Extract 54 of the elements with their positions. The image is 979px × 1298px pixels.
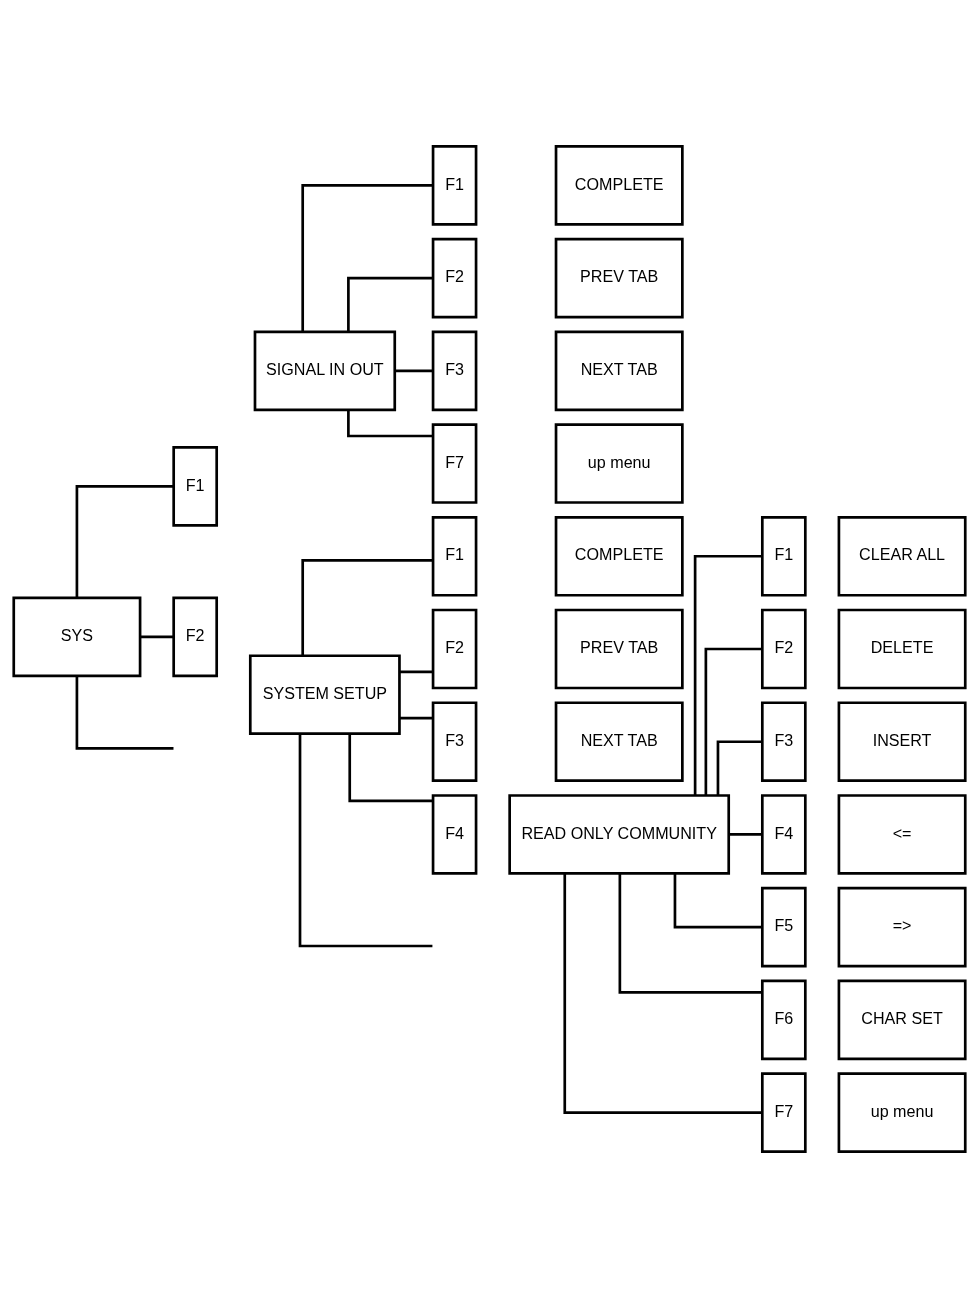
connector bbox=[399, 670, 433, 674]
connector bbox=[563, 873, 762, 1114]
node-box: F2 bbox=[172, 596, 219, 678]
connector bbox=[140, 635, 174, 639]
node-box: F1 bbox=[760, 515, 807, 597]
node-box: NEXT TAB bbox=[554, 330, 684, 412]
node-box: F4 bbox=[431, 794, 478, 875]
node-box: F3 bbox=[431, 330, 478, 412]
node-box: up menu bbox=[554, 423, 684, 504]
connector bbox=[673, 873, 763, 929]
node-box: CLEAR ALL bbox=[837, 515, 967, 597]
connector bbox=[348, 734, 433, 803]
node-box: F2 bbox=[431, 608, 478, 690]
connector bbox=[347, 409, 433, 438]
node-box: up menu bbox=[837, 1072, 967, 1153]
connector bbox=[693, 554, 762, 796]
connector bbox=[395, 369, 434, 373]
node-box: F7 bbox=[431, 423, 478, 504]
node-box: => bbox=[837, 886, 967, 968]
connector bbox=[298, 733, 433, 948]
node-box: COMPLETE bbox=[554, 515, 684, 597]
node-box: PREV TAB bbox=[554, 608, 684, 690]
node-box: F1 bbox=[172, 446, 219, 527]
node-box: F2 bbox=[760, 608, 807, 690]
node-box: F4 bbox=[760, 794, 807, 875]
node-box: F2 bbox=[431, 237, 478, 319]
node-box: NEXT TAB bbox=[554, 701, 684, 783]
node-box: F5 bbox=[760, 886, 807, 968]
connector bbox=[618, 873, 763, 994]
node-box: INSERT bbox=[837, 701, 967, 783]
node-box: <= bbox=[837, 794, 967, 875]
node-box: F1 bbox=[431, 515, 478, 597]
node-box: SYS bbox=[12, 596, 142, 678]
connector bbox=[704, 647, 763, 796]
node-box: READ ONLY COMMUNITY bbox=[508, 794, 731, 875]
connector bbox=[301, 558, 433, 656]
connector bbox=[716, 740, 763, 796]
node-box: F3 bbox=[760, 701, 807, 783]
connector bbox=[729, 833, 763, 836]
node-box: COMPLETE bbox=[554, 145, 684, 226]
node-box: SYSTEM SETUP bbox=[248, 654, 401, 735]
node-box: F7 bbox=[760, 1072, 807, 1153]
node-box: SIGNAL IN OUT bbox=[253, 330, 397, 412]
node-box: CHAR SET bbox=[837, 979, 967, 1061]
connector bbox=[347, 276, 433, 332]
node-box: F3 bbox=[431, 701, 478, 783]
connector bbox=[75, 485, 174, 598]
node-box: PREV TAB bbox=[554, 237, 684, 319]
node-box: F6 bbox=[760, 979, 807, 1061]
node-box: F1 bbox=[431, 145, 478, 226]
connector bbox=[75, 675, 174, 750]
connector bbox=[399, 716, 433, 720]
node-box: DELETE bbox=[837, 608, 967, 690]
connector bbox=[301, 184, 433, 332]
